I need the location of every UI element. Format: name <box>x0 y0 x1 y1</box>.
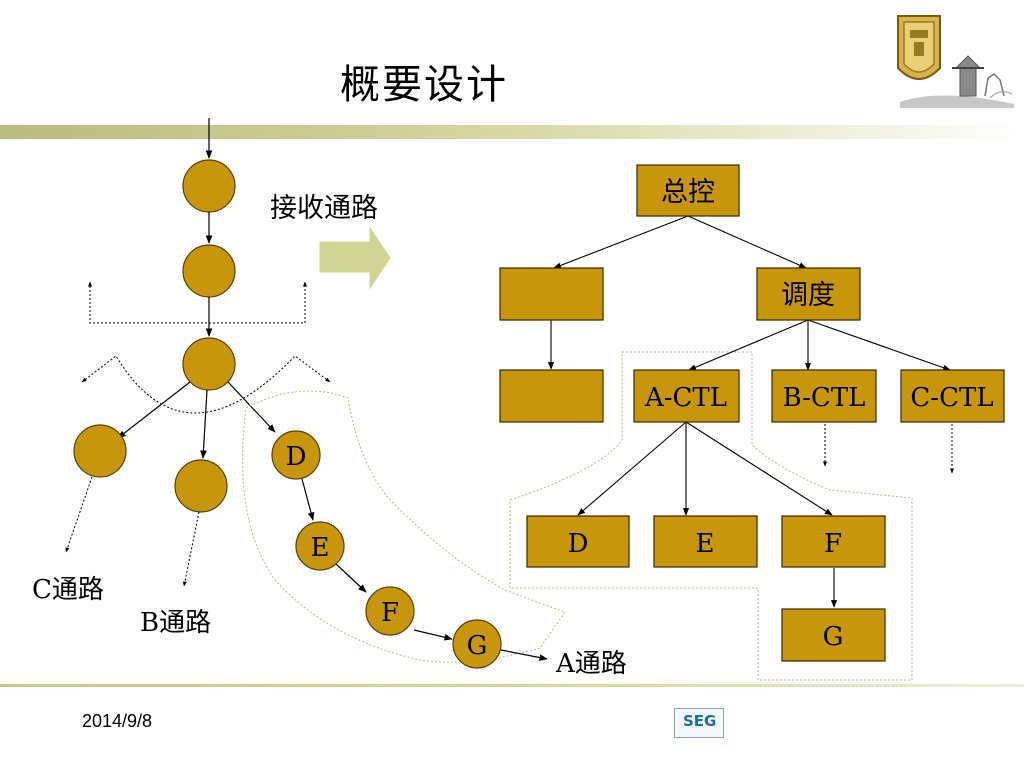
page-title: 概要设计 <box>340 62 508 108</box>
edge-d-e <box>301 478 315 521</box>
node-g-label: G <box>467 631 488 661</box>
e-box <box>653 515 758 568</box>
root-box <box>636 164 740 217</box>
edge-sched-cctl <box>807 319 951 371</box>
slide-date: 2014/9/8 <box>82 711 153 731</box>
edge-f-g <box>413 629 453 641</box>
dotted-bracket <box>88 281 307 324</box>
seg-logo-text: SEG <box>683 712 717 730</box>
node-c <box>73 424 127 478</box>
node-b <box>174 459 228 513</box>
edge-e-f <box>335 563 367 593</box>
blank-box-2 <box>499 369 604 423</box>
node-d-label: D <box>286 442 307 472</box>
d-label: D <box>568 529 589 559</box>
path-c-dotted <box>65 476 93 553</box>
title-divider-band <box>0 125 1024 139</box>
b-ctl-box <box>771 369 877 423</box>
receive-channel-label: 接收通路 <box>270 193 378 224</box>
scheduler-label: 调度 <box>781 280 835 311</box>
b-ctl-label: B-CTL <box>783 383 866 413</box>
node-3 <box>182 337 236 391</box>
edge-3-d <box>227 381 276 433</box>
edge-root-blank <box>553 215 689 269</box>
c-ctl-box <box>900 369 1005 423</box>
root-label: 总控 <box>661 177 715 208</box>
dotted-arc <box>81 355 331 414</box>
a-ctl-label: A-CTL <box>644 383 727 413</box>
path-b-dotted <box>182 511 200 587</box>
edge-actl-f <box>685 421 833 516</box>
edge-sched-actl <box>688 319 809 371</box>
edge-g-a <box>500 649 548 661</box>
node-2 <box>182 244 236 298</box>
edge-actl-d <box>577 421 687 516</box>
left-channel-diagram: D E F G 接收通路 C通路 B通路 A通路 <box>32 118 627 679</box>
edge-3-c <box>117 381 191 439</box>
edge-3-b <box>200 389 208 459</box>
node-e-label: E <box>311 533 330 563</box>
a-path-enclosure <box>242 390 566 663</box>
university-crest-icon <box>897 15 1014 108</box>
f-label: F <box>824 529 842 559</box>
node-f-label: F <box>381 598 399 628</box>
d-box <box>526 515 630 568</box>
g-box <box>781 608 886 662</box>
node-d <box>271 430 321 480</box>
e-label: E <box>696 529 715 559</box>
g-label: G <box>823 622 844 652</box>
seg-logo: SEG <box>674 708 724 738</box>
footer-divider <box>0 684 1024 687</box>
node-f <box>365 586 415 636</box>
right-block-arrow <box>319 226 391 290</box>
a-ctl-box <box>633 369 740 423</box>
edge-root-sched <box>687 215 807 269</box>
a-ctl-enclosure <box>509 351 913 681</box>
path-c-label: C通路 <box>32 575 104 605</box>
scheduler-box <box>756 267 861 321</box>
path-b-label: B通路 <box>140 608 211 638</box>
blank-box-1 <box>499 267 604 321</box>
node-g <box>452 619 502 669</box>
node-1 <box>182 159 236 213</box>
f-box <box>781 515 886 568</box>
node-e <box>295 521 345 571</box>
path-a-label: A通路 <box>555 649 627 679</box>
c-ctl-label: C-CTL <box>910 383 993 413</box>
right-control-hierarchy: 总控 调度 A-CTL B-CTL C-CTL D E F G <box>499 164 1005 681</box>
